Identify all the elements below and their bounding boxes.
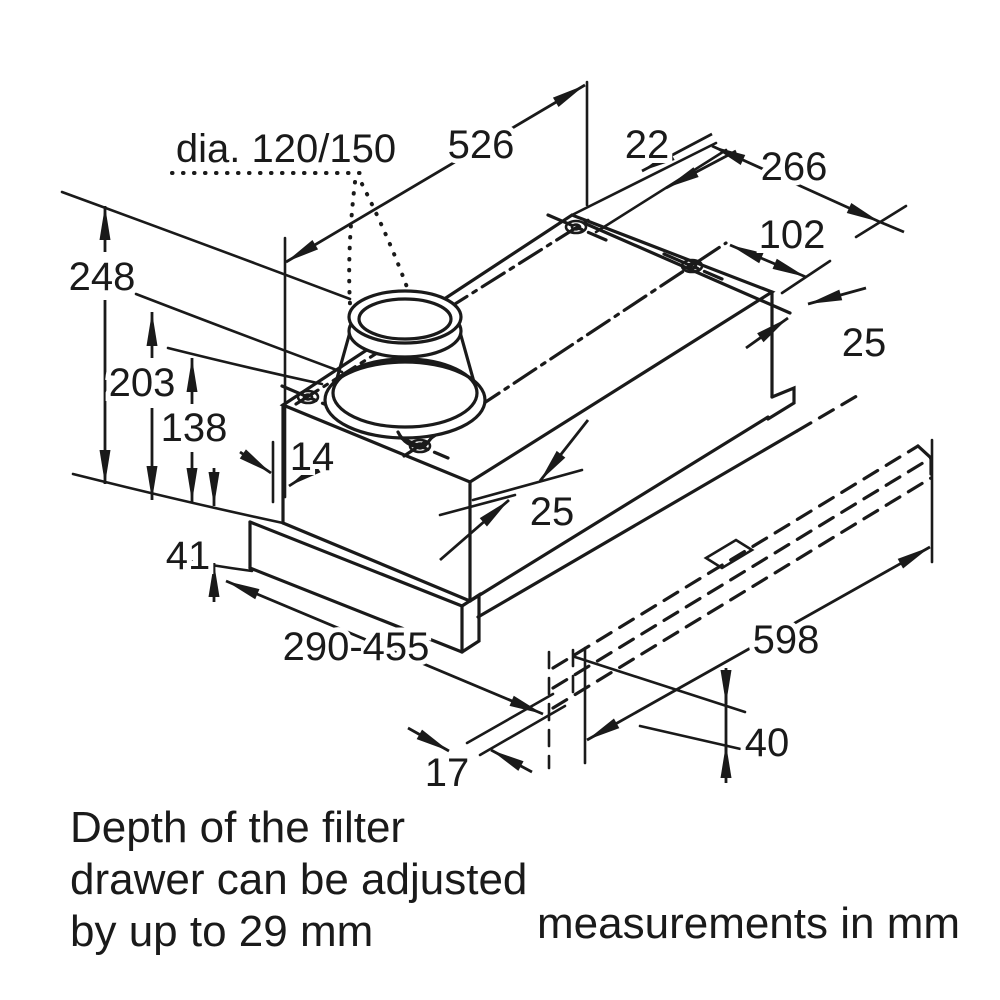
label-138: 138 — [161, 406, 228, 450]
dimension-lines — [99, 83, 931, 783]
dimension-labels: dia. 120/150 526 22 266 102 25 248 203 1… — [64, 118, 892, 800]
diameter-leaders — [170, 171, 410, 306]
label-17: 17 — [425, 751, 470, 795]
note-text: Depth of the filter drawer can be adjust… — [70, 803, 527, 956]
label-598: 598 — [753, 618, 820, 662]
note-line-3: by up to 29 mm — [70, 907, 373, 956]
extension-lines — [60, 80, 934, 770]
duct-collar — [323, 289, 487, 449]
units-footer: measurements in mm — [537, 899, 960, 948]
label-526: 526 — [448, 123, 515, 167]
label-203: 203 — [109, 361, 176, 405]
note-line-1: Depth of the filter — [70, 803, 405, 852]
label-248: 248 — [69, 255, 136, 299]
label-290-455: 290-455 — [283, 625, 430, 669]
label-25-mid: 25 — [530, 490, 575, 534]
label-40: 40 — [745, 721, 790, 765]
label-diameter: dia. 120/150 — [176, 127, 396, 171]
label-14: 14 — [290, 435, 335, 479]
label-22: 22 — [625, 123, 670, 167]
label-41: 41 — [166, 534, 211, 578]
handle-recess — [703, 538, 755, 570]
label-25-top: 25 — [842, 321, 887, 365]
label-102: 102 — [759, 213, 826, 257]
label-266: 266 — [761, 145, 828, 189]
note-line-2: drawer can be adjusted — [70, 855, 527, 904]
